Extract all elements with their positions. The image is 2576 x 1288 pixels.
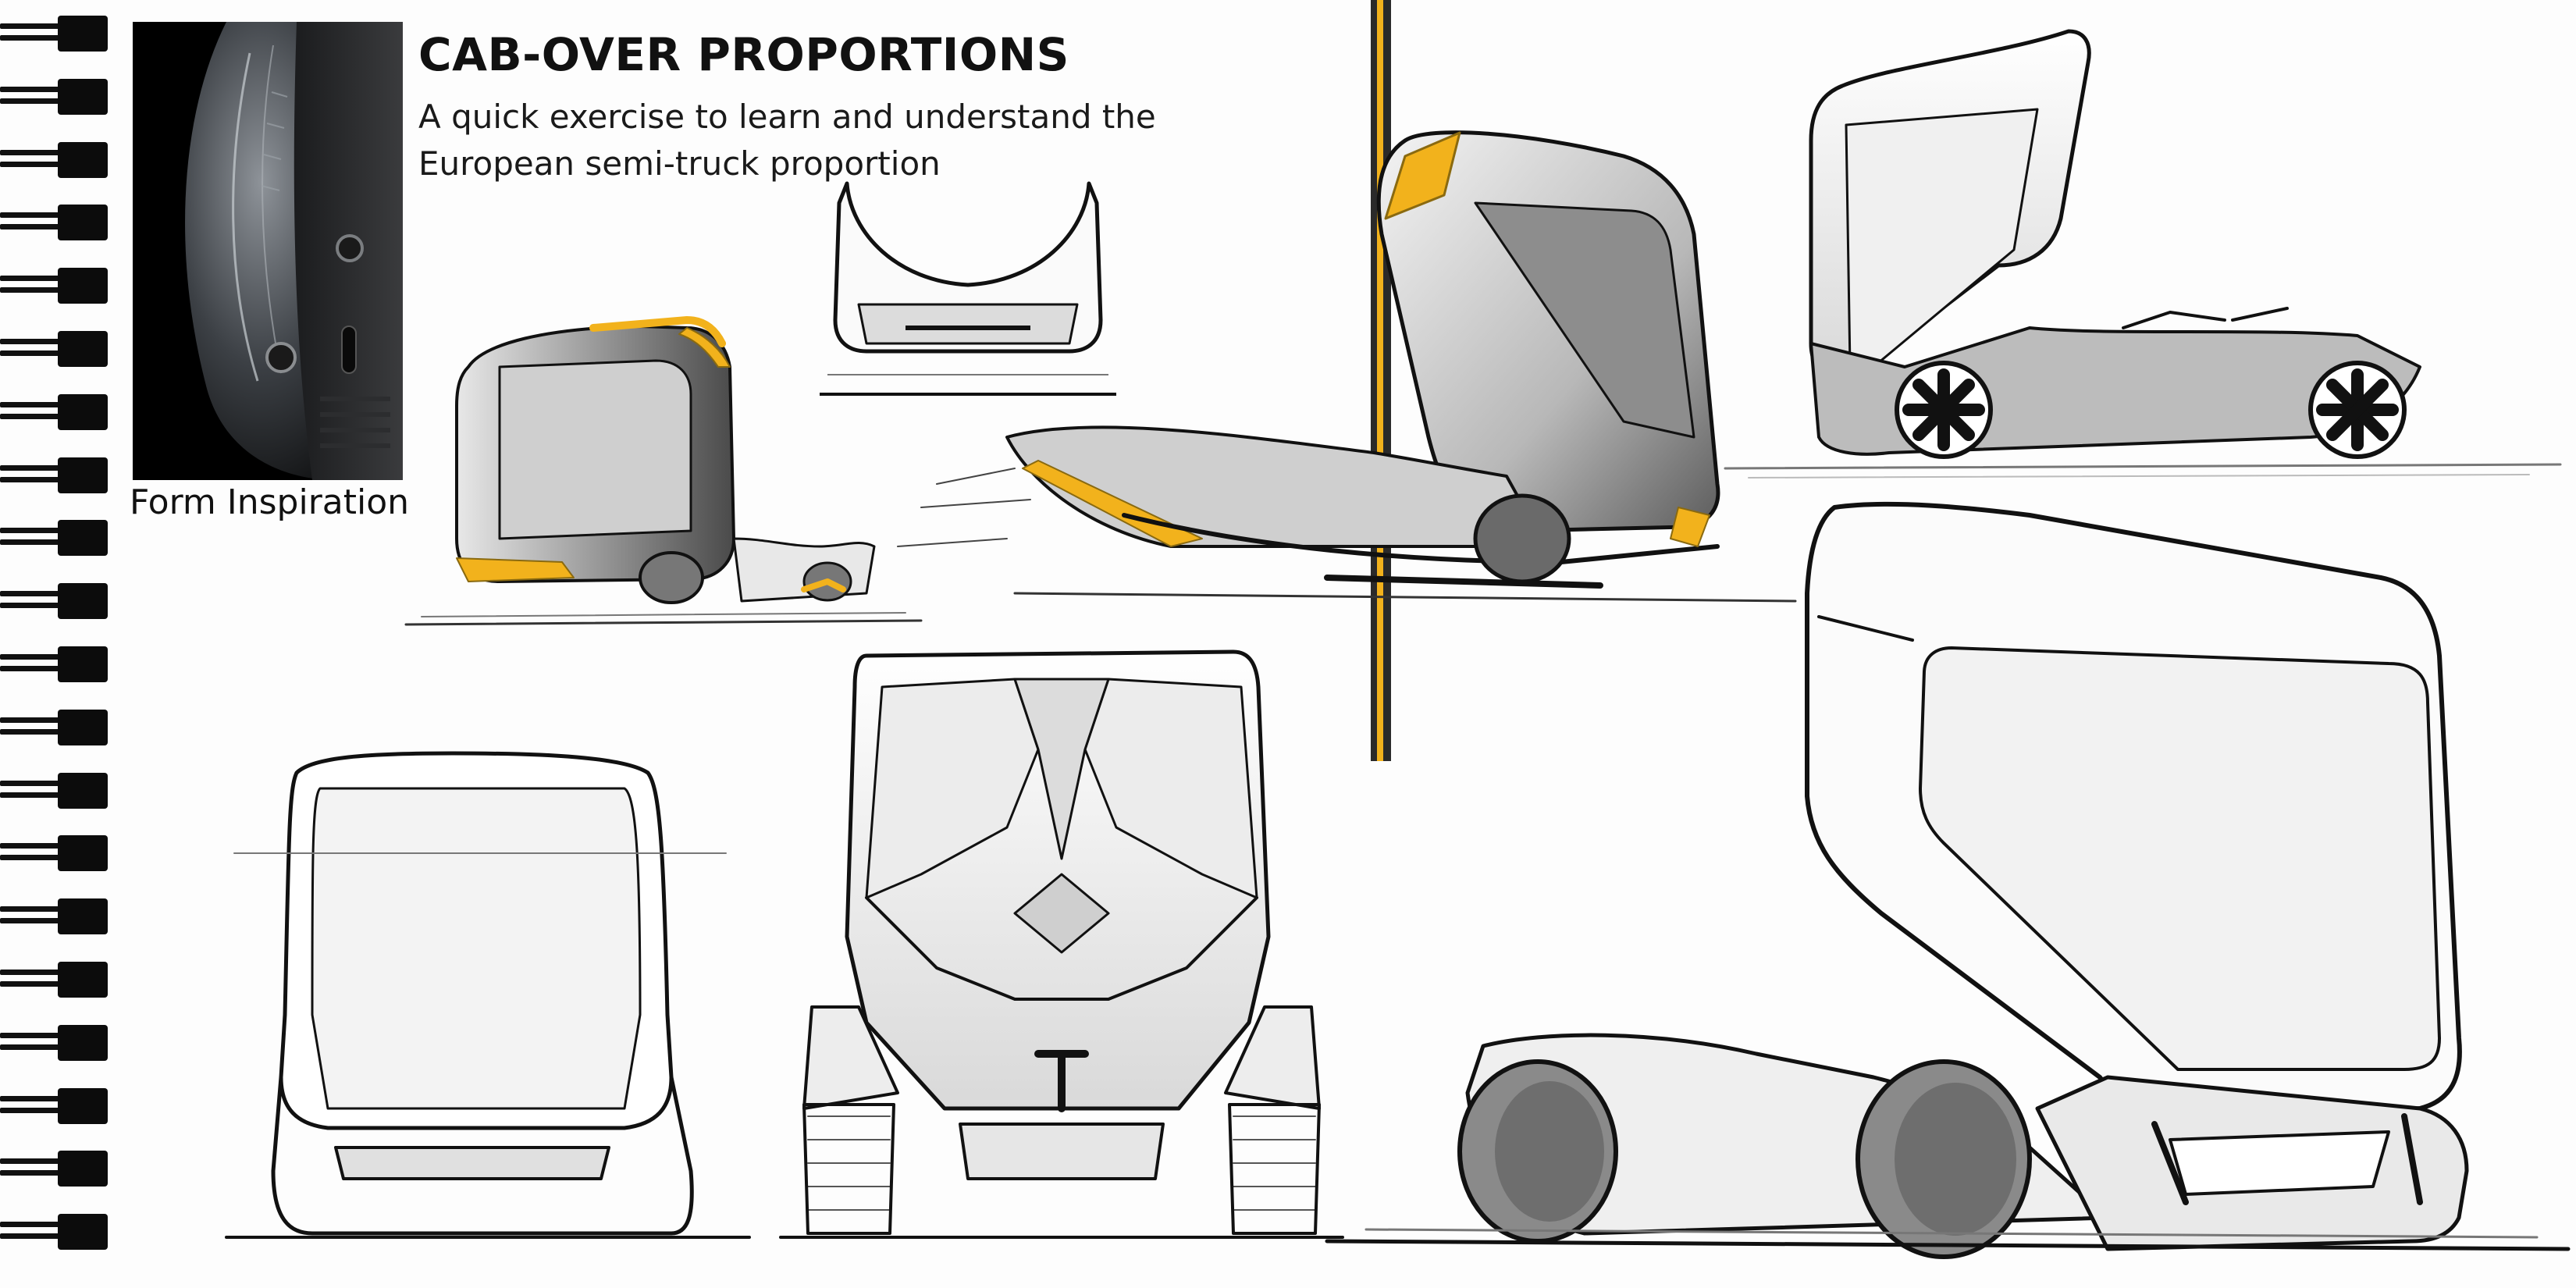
binding-ring bbox=[0, 708, 109, 749]
page-subtitle: A quick exercise to learn and understand… bbox=[418, 94, 1277, 187]
truck-sketch-perspective-hero bbox=[1325, 501, 2571, 1259]
binding-ring bbox=[0, 645, 109, 685]
binding-ring bbox=[0, 77, 109, 118]
binding-ring bbox=[0, 266, 109, 307]
binding-ring bbox=[0, 897, 109, 938]
binding-ring bbox=[0, 582, 109, 622]
form-inspiration-photo bbox=[133, 22, 403, 480]
truck-sketch-front-view bbox=[225, 751, 751, 1239]
binding-ring bbox=[0, 1149, 109, 1190]
inspiration-shoe-image bbox=[133, 22, 403, 480]
binding-ring bbox=[0, 960, 109, 1001]
subtitle-line-2: European semi-truck proportion bbox=[418, 144, 941, 183]
binding-ring bbox=[0, 518, 109, 559]
binding-ring bbox=[0, 393, 109, 433]
subtitle-line-1: A quick exercise to learn and understand… bbox=[418, 98, 1156, 136]
binding-ring bbox=[0, 1212, 109, 1253]
spiral-binding bbox=[0, 14, 109, 1279]
binding-ring bbox=[0, 1087, 109, 1127]
binding-ring bbox=[0, 771, 109, 812]
truck-sketch-perspective-large bbox=[897, 0, 1797, 761]
binding-ring bbox=[0, 1023, 109, 1064]
binding-ring bbox=[0, 203, 109, 244]
truck-sketch-perspective-small bbox=[404, 316, 923, 626]
truck-sketch-side-view bbox=[1724, 29, 2562, 479]
binding-ring bbox=[0, 14, 109, 55]
truck-sketch-front-detail bbox=[779, 649, 1344, 1239]
truck-sketch-front-small bbox=[820, 181, 1116, 396]
binding-ring bbox=[0, 329, 109, 370]
binding-ring bbox=[0, 834, 109, 874]
binding-ring bbox=[0, 456, 109, 496]
page-title: CAB-OVER PROPORTIONS bbox=[418, 28, 1069, 81]
binding-ring bbox=[0, 141, 109, 181]
form-inspiration-caption: Form Inspiration bbox=[129, 482, 410, 522]
